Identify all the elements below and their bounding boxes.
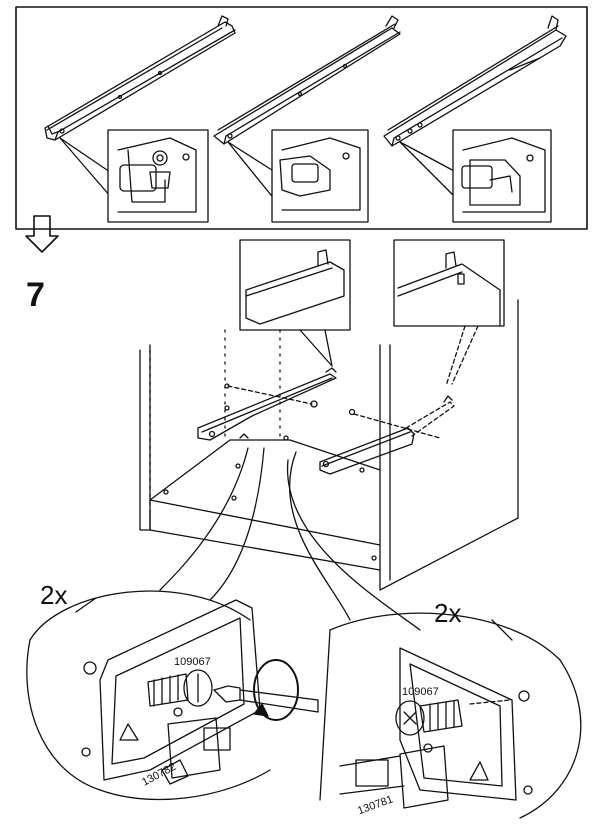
cabinet-rail-left [197, 367, 337, 441]
magnifier-leaders [159, 447, 421, 631]
drawer-rail-3 [383, 15, 567, 147]
top-instruction-panel [15, 6, 588, 230]
rotate-clockwise-icon [253, 659, 299, 721]
drawer-rail-1 [44, 15, 236, 141]
screw-right [395, 699, 463, 736]
magnifier-left [26, 590, 319, 801]
cabinet-rail-right [319, 395, 455, 475]
down-arrow-icon [25, 215, 59, 253]
quantity-label-left: 2x [40, 580, 68, 610]
screw-part-number-left: 109067 [174, 656, 211, 668]
rail-1-detail-box [59, 129, 209, 223]
rail-3-detail-box [399, 129, 552, 223]
rail-zoom-box-right [393, 239, 505, 387]
quantity-label-right: 2x [434, 598, 462, 628]
cabinet [139, 299, 519, 591]
magnifier-right [319, 612, 582, 819]
step-number: 7 [26, 276, 45, 314]
rail-zoom-box-left [239, 239, 351, 367]
screw-part-number-right: 109067 [402, 686, 439, 698]
screw-left [147, 669, 213, 707]
drawer-rail-2 [213, 15, 401, 145]
screwdriver-icon [213, 685, 319, 713]
rail-2-detail-box [227, 129, 369, 223]
